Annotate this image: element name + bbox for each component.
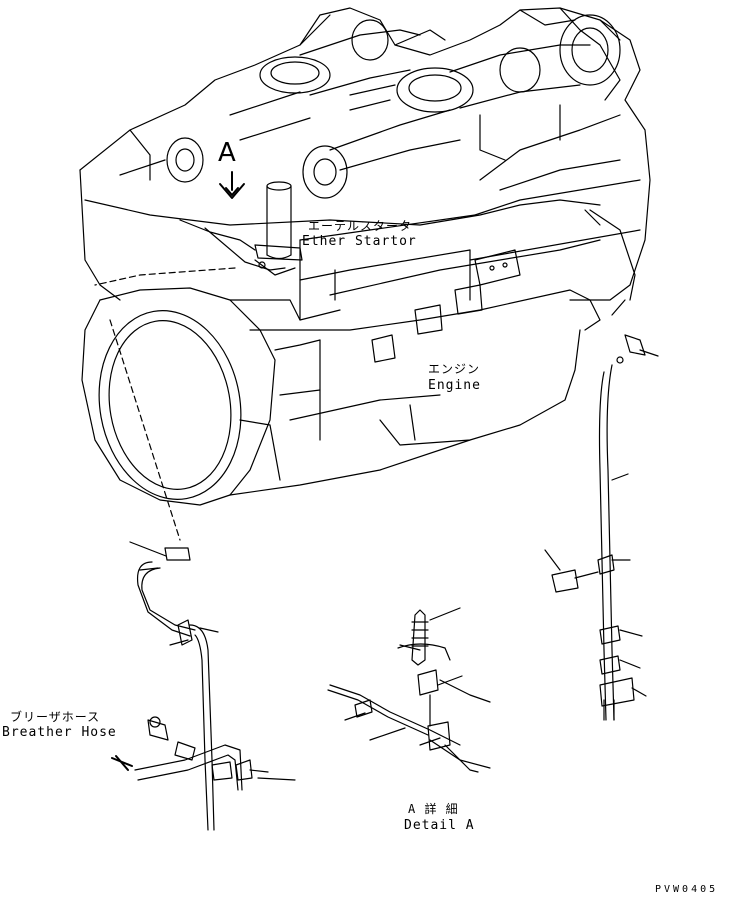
engine-label-jp: エンジン xyxy=(428,362,481,376)
ether-starter-canister xyxy=(179,181,303,276)
breather-hose-label-jp: ブリーザホース xyxy=(10,710,101,724)
breather-hose-label-en: Breather Hose xyxy=(2,725,117,740)
engine-label-en: Engine xyxy=(428,378,481,393)
ether-starter-label-en: Ether Startor xyxy=(302,234,417,249)
view-a-letter: A xyxy=(218,138,236,168)
drawing-code: PVW0405 xyxy=(655,884,719,895)
breather-hose-assembly xyxy=(111,541,296,831)
detail-a-drawing xyxy=(327,607,491,773)
engine-block xyxy=(79,7,651,541)
detail-a-label-en: Detail A xyxy=(404,818,475,833)
dipstick-assembly xyxy=(544,299,659,721)
ether-starter-label-jp: エーテルスタータ xyxy=(308,219,413,233)
view-arrow-a xyxy=(219,171,245,199)
detail-a-label-jp: A 詳 細 xyxy=(408,802,459,816)
